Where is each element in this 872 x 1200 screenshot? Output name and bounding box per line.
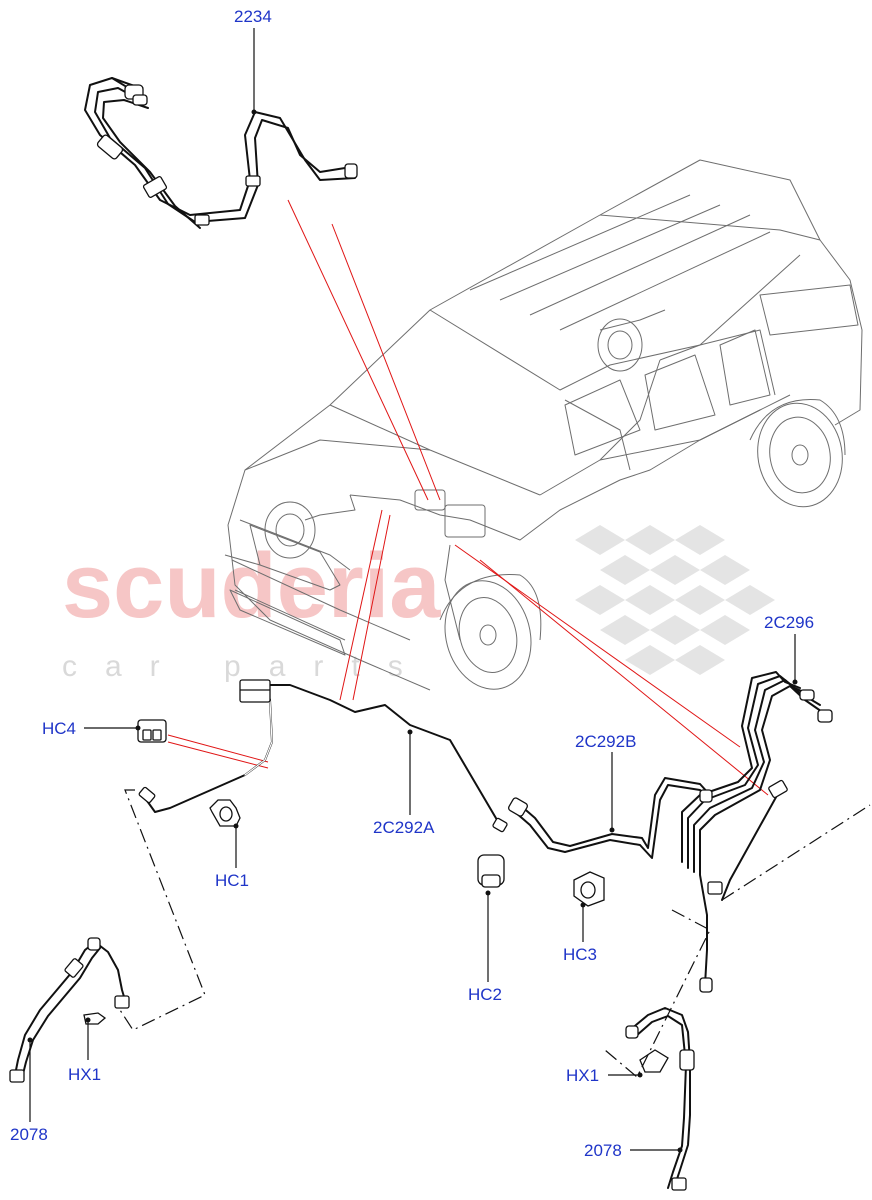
label-hc1[interactable]: HC1 — [215, 871, 249, 890]
brake-hose-2078-right[interactable] — [625, 1007, 695, 1191]
pipe-2c292b[interactable] — [508, 777, 713, 859]
connection-lines — [119, 789, 871, 1078]
clip-hc4[interactable] — [137, 719, 167, 743]
label-2c292b[interactable]: 2C292B — [575, 732, 636, 751]
label-hc2[interactable]: HC2 — [468, 985, 502, 1004]
clip-hc1[interactable] — [209, 799, 241, 827]
pipe-assembly-2c296[interactable] — [681, 671, 833, 993]
leader-lines — [27, 28, 798, 1153]
callout-lines — [167, 199, 769, 796]
watermark: scuderia car parts — [62, 525, 775, 683]
label-2078-right[interactable]: 2078 — [584, 1141, 622, 1160]
vehicle-outline — [224, 159, 863, 691]
watermark-subtitle: car parts — [62, 650, 431, 683]
label-2c292a[interactable]: 2C292A — [373, 818, 435, 837]
brake-hose-2078-left[interactable] — [9, 937, 130, 1083]
clip-hc2[interactable] — [477, 854, 505, 888]
clip-hx1-right[interactable] — [639, 1049, 669, 1073]
watermark-brand: scuderia — [62, 535, 441, 637]
pipe-assembly-2234[interactable] — [84, 77, 358, 229]
part-labels: 2234 2C296 2C292B 2C292A HC4 HC1 HC2 HC3… — [10, 7, 814, 1160]
label-2078-left[interactable]: 2078 — [10, 1125, 48, 1144]
label-hc3[interactable]: HC3 — [563, 945, 597, 964]
clip-hc3[interactable] — [573, 871, 605, 907]
watermark-checker — [575, 525, 775, 675]
label-2234[interactable]: 2234 — [234, 7, 272, 26]
label-hx1-right[interactable]: HX1 — [566, 1066, 599, 1085]
label-2c296[interactable]: 2C296 — [764, 613, 814, 632]
label-hc4[interactable]: HC4 — [42, 719, 76, 738]
pipe-2c292a[interactable] — [138, 679, 508, 833]
label-hx1-left[interactable]: HX1 — [68, 1065, 101, 1084]
